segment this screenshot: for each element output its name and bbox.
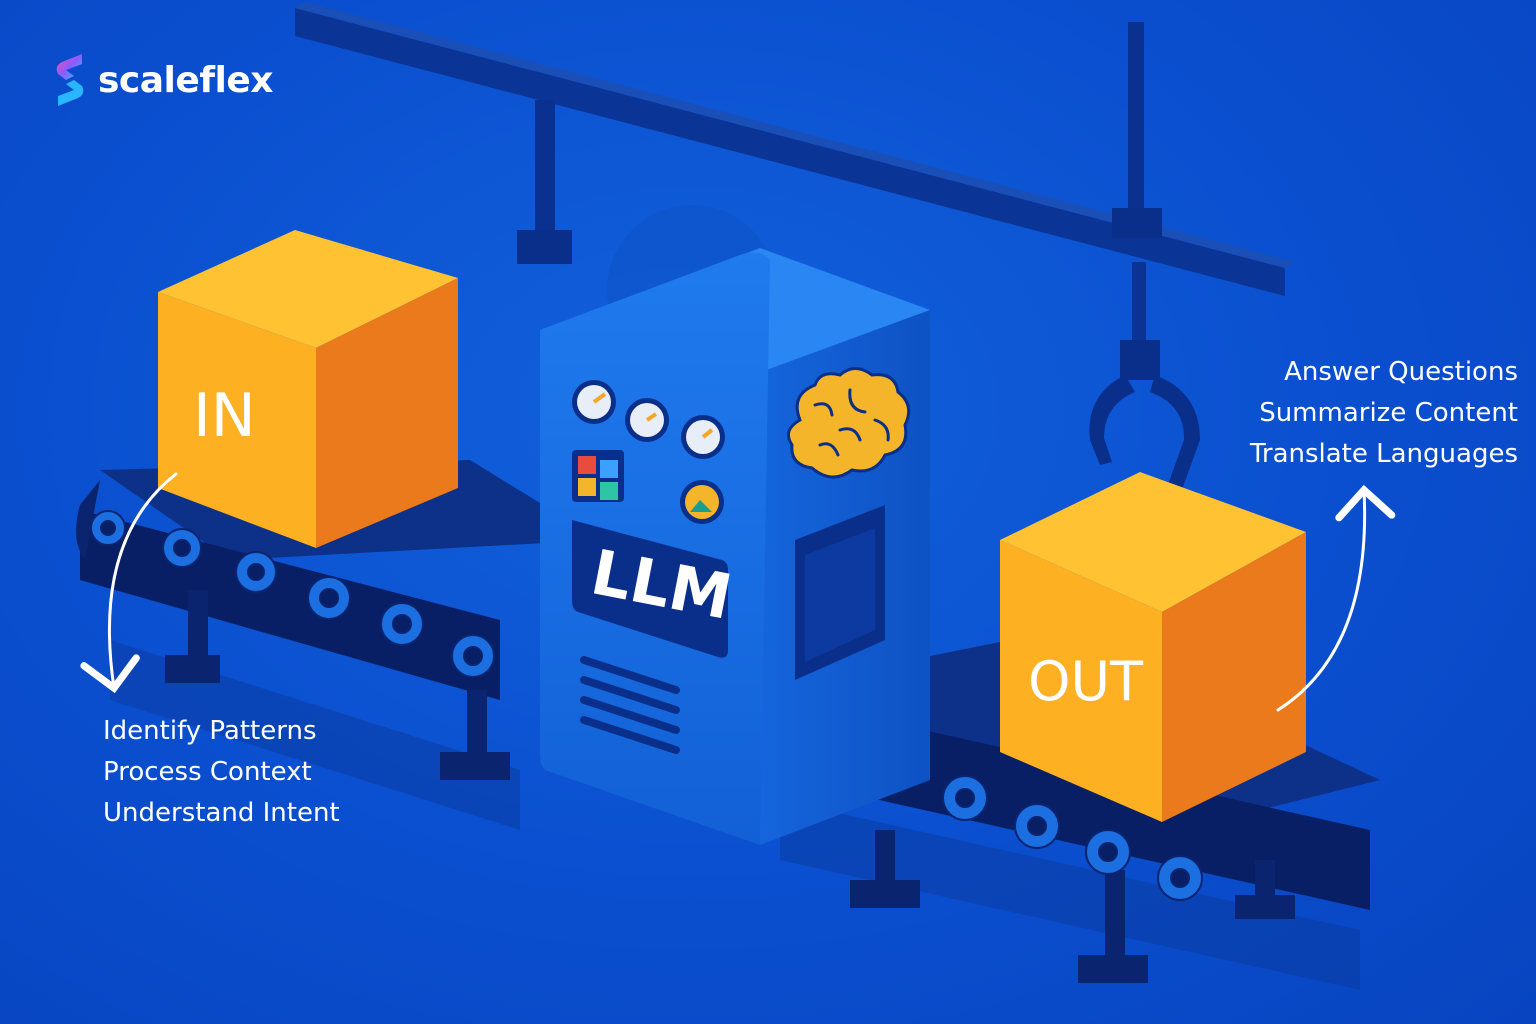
output-box-label: OUT (1028, 650, 1144, 713)
input-steps-list: Identify Patterns Process Context Unders… (103, 711, 340, 834)
input-step-item: Understand Intent (103, 798, 340, 828)
input-box-label: IN (193, 381, 256, 451)
input-arrow (80, 472, 178, 694)
robotic-claw (1089, 340, 1200, 495)
input-step-item: Process Context (103, 757, 312, 787)
input-step-item: Identify Patterns (103, 716, 317, 746)
output-step-item: Summarize Content (1259, 398, 1518, 428)
output-step-item: Answer Questions (1284, 357, 1518, 387)
scaleflex-logo-icon (56, 54, 84, 106)
output-steps-list: Answer Questions Summarize Content Trans… (1250, 352, 1518, 475)
output-box: OUT (1000, 472, 1306, 822)
overhead-rail (295, 2, 1295, 347)
color-grid-icon (572, 450, 624, 502)
input-box: IN (158, 230, 458, 548)
llm-machine: LLM (540, 205, 930, 846)
output-step-item: Translate Languages (1249, 439, 1518, 469)
brand-logo: scaleflex (52, 50, 273, 110)
output-arrow (1276, 484, 1396, 712)
vent-lines (580, 656, 680, 754)
brain-icon (786, 367, 911, 479)
gauge-icon (572, 380, 725, 524)
brand-name: scaleflex (98, 59, 273, 101)
